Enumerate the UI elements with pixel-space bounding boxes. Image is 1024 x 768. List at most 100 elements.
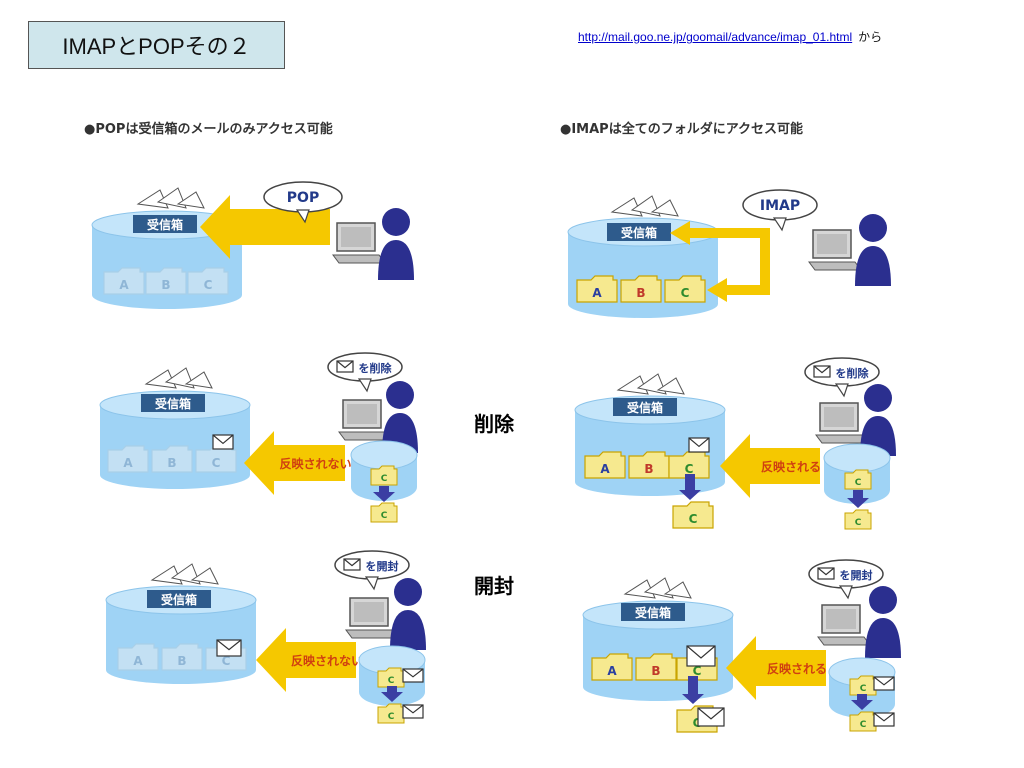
inbox-tag: 受信箱 bbox=[607, 223, 671, 241]
monitor-screen bbox=[824, 407, 854, 427]
folder-letter: B bbox=[651, 664, 660, 678]
imap-row2-open-mail-icon bbox=[688, 437, 710, 453]
user-icon bbox=[865, 586, 901, 658]
keyboard bbox=[332, 254, 386, 264]
imap-row1-arrow-bottom bbox=[707, 278, 770, 302]
inbox-label: 受信箱 bbox=[627, 400, 663, 415]
imap-row3-open-mail-icon bbox=[686, 645, 716, 667]
imap-bubble bbox=[742, 189, 818, 232]
computer-icon bbox=[345, 597, 399, 639]
imap-row1-folder-B: B bbox=[620, 275, 662, 303]
row-label-delete: 削除 bbox=[474, 412, 514, 436]
folder-letter: A bbox=[123, 456, 133, 470]
imap-row2-deleted-folder: C bbox=[672, 501, 714, 529]
imap-row3-local-folder: C bbox=[849, 675, 877, 696]
keyboard bbox=[815, 434, 869, 444]
folder-letter: C bbox=[681, 286, 690, 300]
pop-row1-folder-C: C bbox=[187, 267, 229, 295]
user-icon bbox=[390, 578, 426, 650]
folder-letter: C bbox=[204, 278, 213, 292]
arrow-label: 反映されない bbox=[291, 653, 363, 668]
pop-row2-arrow: 反映されない bbox=[244, 431, 352, 495]
imap-row3-folder-A: A bbox=[591, 653, 633, 681]
inbox-label: 受信箱 bbox=[161, 592, 197, 607]
bubble-envelope-icon bbox=[336, 360, 354, 373]
small-folder-letter: C bbox=[388, 712, 395, 722]
bubble-label: を開封 bbox=[840, 568, 873, 582]
folder-letter: C bbox=[222, 654, 231, 668]
big-arrow-shape bbox=[720, 434, 820, 498]
bubble-envelope-icon bbox=[817, 567, 835, 580]
pop-row3-folder-B: B bbox=[161, 643, 203, 671]
folder-letter: A bbox=[133, 654, 143, 668]
inbox-tag: 受信箱 bbox=[147, 590, 211, 608]
folder-letter: A bbox=[607, 664, 617, 678]
bubble-envelope-icon bbox=[813, 365, 831, 378]
down-arrow-icon bbox=[373, 486, 395, 502]
pop-row2-open-mail-icon bbox=[212, 434, 234, 450]
pop-bubble bbox=[263, 181, 343, 224]
pop-row2-local-folder: C bbox=[370, 465, 398, 486]
imap-row2-folder-A: A bbox=[584, 451, 626, 479]
pop-open-bubble bbox=[334, 550, 410, 591]
imap-row3-local-mail-icon bbox=[873, 676, 895, 691]
pop-row3-local-folder: C bbox=[377, 667, 405, 688]
keyboard bbox=[808, 261, 862, 271]
pop-bubble-label: POP bbox=[287, 190, 319, 206]
user-head bbox=[869, 586, 897, 614]
bubble-tail bbox=[838, 585, 853, 600]
pop-row2-folder-A: A bbox=[107, 445, 149, 473]
folder-letter: B bbox=[177, 654, 186, 668]
big-arrow-shape bbox=[726, 636, 826, 700]
imap-row1-folder-C: C bbox=[664, 275, 706, 303]
cylinder-top bbox=[823, 443, 891, 473]
imap-delete-bubble bbox=[804, 357, 880, 398]
slide-title: IMAPとPOPその２ bbox=[28, 21, 285, 69]
user-head bbox=[382, 208, 410, 236]
folder-letter: B bbox=[167, 456, 176, 470]
imap-row1-arrow-vertical bbox=[760, 233, 770, 289]
small-folder-letter: C bbox=[860, 720, 867, 730]
user-body bbox=[855, 246, 891, 286]
bubble-tail bbox=[834, 383, 849, 398]
imap-row3-arrow: 反映される bbox=[726, 636, 827, 700]
thin-arrow-shape bbox=[707, 278, 770, 302]
keyboard bbox=[345, 629, 399, 639]
user-body bbox=[390, 610, 426, 650]
down-arrow-icon bbox=[847, 490, 869, 508]
monitor-screen bbox=[347, 404, 377, 424]
folder-letter: A bbox=[600, 462, 610, 476]
down-arrow-icon bbox=[682, 676, 704, 704]
source-link[interactable]: http://mail.goo.ne.jp/goomail/advance/im… bbox=[578, 30, 853, 44]
user-body bbox=[865, 618, 901, 658]
monitor-screen bbox=[341, 227, 371, 247]
pop-heading: ●POPは受信箱のメールのみアクセス可能 bbox=[84, 122, 333, 137]
user-head bbox=[859, 214, 887, 242]
bubble-label: を削除 bbox=[836, 366, 870, 380]
arrow-label: 反映される bbox=[767, 661, 827, 676]
inbox-tag: 受信箱 bbox=[613, 398, 677, 416]
pop-row2-folder-C: C bbox=[195, 445, 237, 473]
monitor-screen bbox=[817, 234, 847, 254]
inbox-label: 受信箱 bbox=[635, 605, 671, 620]
pop-row1-folder-B: B bbox=[145, 267, 187, 295]
imap-open-bubble bbox=[808, 559, 884, 600]
inbox-label: 受信箱 bbox=[147, 217, 183, 232]
imap-row2-folder-B: B bbox=[628, 451, 670, 479]
monitor-screen bbox=[826, 609, 856, 629]
imap-row3-local-opened-folder: C bbox=[849, 711, 877, 732]
mail-stack-icon bbox=[616, 373, 685, 395]
thin-arrow-shape bbox=[670, 221, 770, 245]
imap-row2-local-folder: C bbox=[844, 469, 872, 490]
pop-row3-local-mail-icon bbox=[402, 668, 424, 683]
pop-row2-deleted-folder: C bbox=[370, 502, 398, 523]
computer-icon bbox=[332, 222, 386, 264]
pop-delete-bubble bbox=[327, 352, 403, 393]
imap-row3-folder-B: B bbox=[635, 653, 677, 681]
imap-row2-local-deleted-folder: C bbox=[844, 509, 872, 530]
pop-row2-folder-B: B bbox=[151, 445, 193, 473]
inbox-label: 受信箱 bbox=[155, 396, 191, 411]
small-folder-letter: C bbox=[855, 518, 862, 528]
pop-row3-open-mail-icon bbox=[216, 639, 242, 657]
computer-icon bbox=[815, 402, 869, 444]
